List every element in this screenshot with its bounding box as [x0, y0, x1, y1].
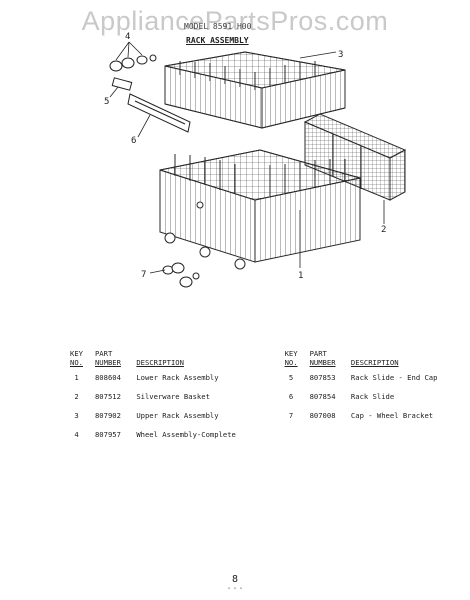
part-number: 807008: [309, 411, 336, 420]
part-description: Silverware Basket: [136, 392, 210, 401]
page-number: 8: [231, 574, 239, 585]
table-row: 1 808604 Lower Rack Assembly 5 807853 Ra…: [58, 373, 470, 392]
upper-rack: [164, 51, 346, 129]
callout-6: 6: [131, 136, 136, 146]
key-no: 1: [74, 373, 79, 382]
key-no: 2: [74, 392, 79, 401]
callout-1: 1: [298, 271, 303, 281]
part-description: Rack Slide - End Cap: [350, 373, 438, 382]
callout-3: 3: [338, 50, 343, 60]
rack-slide-end-cap: [111, 77, 133, 91]
key-no: 6: [288, 392, 294, 401]
table-row: 4 807957 Wheel Assembly-Complete: [58, 430, 470, 449]
part-number: 807853: [309, 373, 336, 382]
part-number: 807512: [94, 392, 121, 401]
table-row: 2 807512 Silverware Basket 6 807854 Rack…: [58, 392, 470, 411]
part-description: Lower Rack Assembly: [136, 373, 219, 382]
leader-lines: [109, 41, 385, 274]
wheel-assembly-upper: [109, 54, 157, 72]
key-no: [273, 430, 310, 449]
key-no: 4: [74, 430, 79, 439]
model-line: MODEL 8591 H00: [184, 22, 252, 31]
section-title: RACK ASSEMBLY: [186, 36, 249, 45]
part-number: 807854: [309, 392, 336, 401]
table-row: 3 807902 Upper Rack Assembly 7 807008 Ca…: [58, 411, 470, 430]
page-mark: • • •: [227, 586, 243, 592]
rack-slide: [127, 93, 191, 133]
part-number: 808604: [94, 373, 121, 382]
header-part-number-right: PART NUMBER: [309, 349, 336, 367]
part-number: 807957: [94, 430, 121, 439]
part-description: Cap - Wheel Bracket: [350, 411, 434, 420]
watermark: AppliancePartsPros.com: [81, 6, 389, 36]
callout-5: 5: [104, 97, 109, 107]
silverware-basket: [303, 113, 407, 201]
rack-assembly-diagram: 1 2 3 4 5 6 7: [104, 32, 407, 288]
part-number: [310, 430, 351, 449]
cap-wheel-bracket: [162, 262, 200, 288]
header-key-no: KEY NO.: [70, 349, 83, 367]
key-no: 5: [288, 373, 294, 382]
key-no: 7: [288, 411, 294, 420]
callout-2: 2: [381, 225, 386, 235]
parts-table: KEY NO. PART NUMBER DESCRIPTION KEY NO. …: [58, 345, 470, 449]
part-number: 807902: [94, 411, 121, 420]
callout-7: 7: [141, 270, 146, 280]
part-description: Upper Rack Assembly: [136, 411, 219, 420]
header-description-right: DESCRIPTION: [350, 358, 399, 367]
part-description: Rack Slide: [350, 392, 395, 401]
key-no: 3: [74, 411, 79, 420]
lower-rack: [159, 149, 361, 270]
part-description: [351, 430, 470, 449]
part-description: Wheel Assembly-Complete: [136, 430, 236, 439]
callout-4: 4: [125, 32, 130, 42]
header-part-number: PART NUMBER: [94, 349, 121, 367]
parts-table-header: KEY NO. PART NUMBER DESCRIPTION KEY NO. …: [58, 345, 470, 373]
header-description: DESCRIPTION: [136, 358, 184, 367]
header-key-no-right: KEY NO.: [284, 349, 298, 367]
